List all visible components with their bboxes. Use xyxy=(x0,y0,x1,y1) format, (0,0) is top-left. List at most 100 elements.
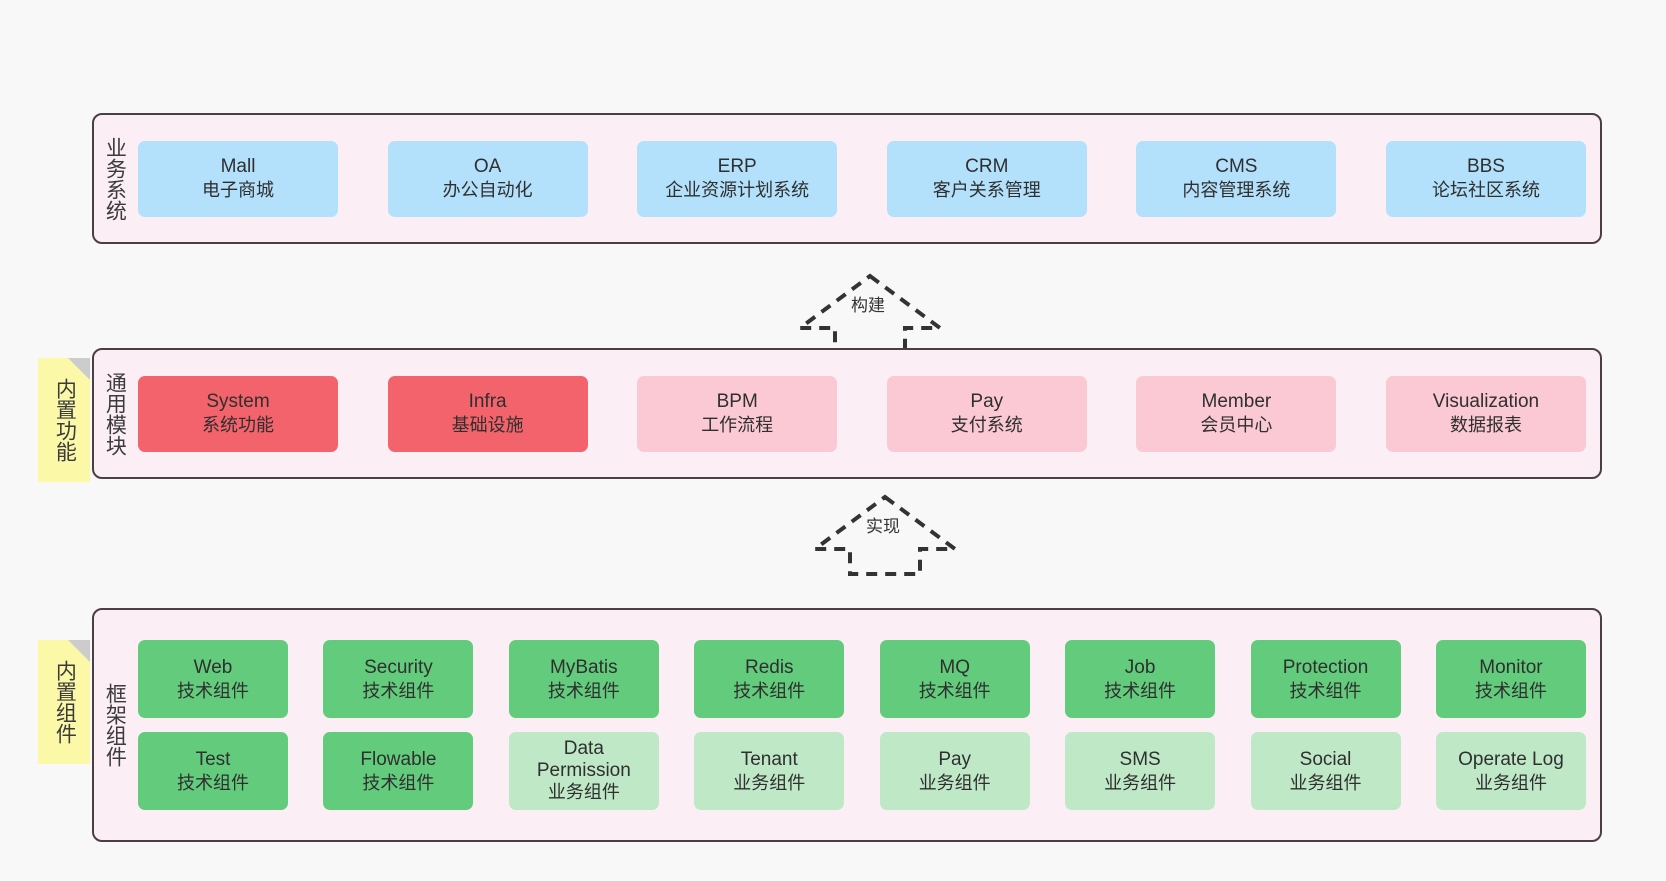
framework-tech-row: Web 技术组件 Security 技术组件 MyBatis 技术组件 Redi… xyxy=(138,640,1586,718)
card-member-cn: 会员中心 xyxy=(1200,415,1273,436)
card-crm-en: CRM xyxy=(965,156,1009,178)
layer-common-module[interactable]: 通用模块 System 系统功能 Infra 基础设施 BPM 工作流程 Pay… xyxy=(92,348,1602,479)
card-job-en: Job xyxy=(1124,656,1156,678)
card-redis-en: Redis xyxy=(744,656,794,678)
card-protection[interactable]: Protection 技术组件 xyxy=(1250,640,1401,718)
card-tenant[interactable]: Tenant 业务组件 xyxy=(694,732,845,810)
card-flowable[interactable]: Flowable 技术组件 xyxy=(323,732,474,810)
card-security[interactable]: Security 技术组件 xyxy=(323,640,474,718)
card-operate-log-cn: 业务组件 xyxy=(1474,772,1547,793)
card-mall-en: Mall xyxy=(220,156,256,178)
layer-framework-component-body: Web 技术组件 Security 技术组件 MyBatis 技术组件 Redi… xyxy=(134,610,1600,840)
layer-common-module-body: System 系统功能 Infra 基础设施 BPM 工作流程 Pay 支付系统… xyxy=(134,350,1600,477)
card-crm-cn: 客户关系管理 xyxy=(932,180,1041,201)
card-redis[interactable]: Redis 技术组件 xyxy=(694,640,845,718)
card-mq-cn: 技术组件 xyxy=(918,680,991,701)
card-monitor[interactable]: Monitor 技术组件 xyxy=(1435,640,1586,718)
connector-build-arrow xyxy=(793,272,947,357)
card-flowable-en: Flowable xyxy=(360,748,437,770)
card-bbs-cn: 论坛社区系统 xyxy=(1431,180,1540,201)
card-system[interactable]: System 系统功能 xyxy=(138,375,338,452)
layer-business-system[interactable]: 业务系统 Mall 电子商城 OA 办公自动化 ERP 企业资源计划系统 CRM… xyxy=(92,113,1602,244)
card-operate-log-en: Operate Log xyxy=(1458,748,1564,770)
card-data-permission[interactable]: Data Permission 业务组件 xyxy=(508,732,659,810)
card-social-cn: 业务组件 xyxy=(1289,772,1362,793)
connector-implement-svg xyxy=(808,494,962,576)
card-infra[interactable]: Infra 基础设施 xyxy=(387,375,588,452)
card-member[interactable]: Member 会员中心 xyxy=(1136,375,1337,452)
card-infra-cn: 基础设施 xyxy=(451,415,524,436)
card-mall[interactable]: Mall 电子商城 xyxy=(138,140,338,217)
connector-implement-arrow xyxy=(808,493,962,578)
card-mq-en: MQ xyxy=(939,656,970,678)
card-web-en: Web xyxy=(193,656,233,678)
card-visualization-cn: 数据报表 xyxy=(1449,415,1522,436)
card-pay-module-cn: 支付系统 xyxy=(950,415,1023,436)
card-sms-cn: 业务组件 xyxy=(1104,772,1177,793)
note-fold-corner-icon-2 xyxy=(68,640,90,662)
card-oa[interactable]: OA 办公自动化 xyxy=(387,140,588,217)
card-pay-component-cn: 业务组件 xyxy=(918,772,991,793)
card-mybatis-cn: 技术组件 xyxy=(547,680,620,701)
card-visualization[interactable]: Visualization 数据报表 xyxy=(1385,375,1586,452)
card-bpm-en: BPM xyxy=(716,391,758,413)
card-test-cn: 技术组件 xyxy=(177,772,249,793)
card-cms[interactable]: CMS 内容管理系统 xyxy=(1136,140,1337,217)
card-pay-module[interactable]: Pay 支付系统 xyxy=(886,375,1087,452)
card-mybatis[interactable]: MyBatis 技术组件 xyxy=(508,640,659,718)
card-redis-cn: 技术组件 xyxy=(733,680,806,701)
card-data-permission-cn: 业务组件 xyxy=(547,781,620,802)
card-security-en: Security xyxy=(364,656,433,678)
connector-build-path xyxy=(793,273,947,355)
card-web-cn: 技术组件 xyxy=(177,680,249,701)
card-crm[interactable]: CRM 客户关系管理 xyxy=(886,140,1087,217)
connector-build-label: 构建 xyxy=(851,296,885,315)
card-security-cn: 技术组件 xyxy=(362,680,435,701)
card-bbs[interactable]: BBS 论坛社区系统 xyxy=(1385,140,1586,217)
card-job-cn: 技术组件 xyxy=(1104,680,1177,701)
card-monitor-cn: 技术组件 xyxy=(1474,680,1547,701)
card-social-en: Social xyxy=(1299,748,1352,770)
card-mall-cn: 电子商城 xyxy=(202,180,274,201)
business-card-row: Mall 电子商城 OA 办公自动化 ERP 企业资源计划系统 CRM 客户关系… xyxy=(138,140,1586,217)
card-data-permission-en: Data Permission xyxy=(536,738,631,781)
card-oa-en: OA xyxy=(473,156,502,178)
note-builtin-features-text: 内置功能 xyxy=(53,378,77,462)
card-mybatis-en: MyBatis xyxy=(550,656,618,678)
card-infra-en: Infra xyxy=(468,391,507,413)
note-builtin-components: 内置组件 xyxy=(38,640,90,764)
card-web[interactable]: Web 技术组件 xyxy=(138,640,288,718)
card-operate-log[interactable]: Operate Log 业务组件 xyxy=(1435,732,1586,810)
card-mq[interactable]: MQ 技术组件 xyxy=(879,640,1030,718)
card-job[interactable]: Job 技术组件 xyxy=(1065,640,1216,718)
layer-framework-component-title: 框架组件 xyxy=(103,683,127,767)
card-sms[interactable]: SMS 业务组件 xyxy=(1065,732,1216,810)
card-tenant-en: Tenant xyxy=(740,748,798,770)
card-erp-cn: 企业资源计划系统 xyxy=(665,180,810,201)
common-card-row: System 系统功能 Infra 基础设施 BPM 工作流程 Pay 支付系统… xyxy=(138,375,1586,452)
layer-business-system-body: Mall 电子商城 OA 办公自动化 ERP 企业资源计划系统 CRM 客户关系… xyxy=(134,115,1600,242)
card-cms-en: CMS xyxy=(1215,156,1258,178)
note-fold-corner-icon xyxy=(68,358,90,380)
card-pay-component[interactable]: Pay 业务组件 xyxy=(879,732,1030,810)
connector-build-svg xyxy=(793,273,947,355)
framework-business-row: Test 技术组件 Flowable 技术组件 Data Permission … xyxy=(138,732,1586,810)
note-builtin-components-text: 内置组件 xyxy=(53,660,77,744)
card-pay-module-en: Pay xyxy=(970,391,1004,413)
card-system-en: System xyxy=(206,391,270,413)
card-tenant-cn: 业务组件 xyxy=(733,772,806,793)
card-flowable-cn: 技术组件 xyxy=(362,772,435,793)
connector-implement-label: 实现 xyxy=(866,517,900,536)
layer-business-system-title: 业务系统 xyxy=(103,136,127,221)
note-builtin-features: 内置功能 xyxy=(38,358,90,482)
layer-common-module-title: 通用模块 xyxy=(103,371,127,456)
card-social[interactable]: Social 业务组件 xyxy=(1250,732,1401,810)
card-test[interactable]: Test 技术组件 xyxy=(138,732,288,810)
layer-framework-component[interactable]: 框架组件 Web 技术组件 Security 技术组件 MyBatis 技术组件… xyxy=(92,608,1602,842)
connector-implement-path xyxy=(808,494,962,576)
card-bpm-cn: 工作流程 xyxy=(701,415,774,436)
card-erp[interactable]: ERP 企业资源计划系统 xyxy=(637,140,838,217)
card-system-cn: 系统功能 xyxy=(202,415,274,436)
card-bpm[interactable]: BPM 工作流程 xyxy=(637,375,838,452)
